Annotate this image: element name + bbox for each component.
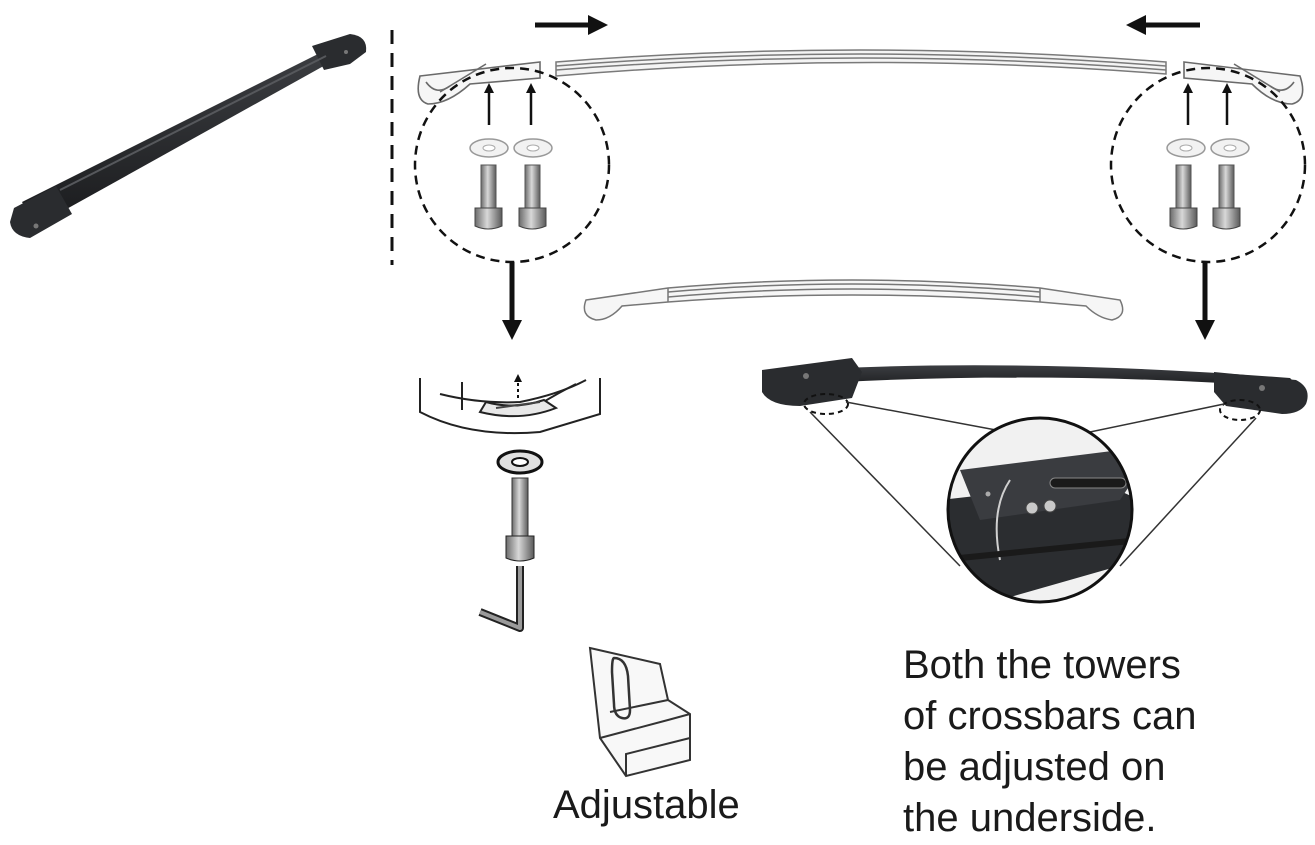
bolt-icon	[1169, 164, 1198, 230]
washer-icon	[1210, 138, 1250, 158]
adjustable-bracket-icon	[588, 646, 691, 778]
towers-note-line: of crossbars can	[903, 694, 1197, 738]
adjustable-label: Adjustable	[553, 783, 740, 827]
installation-detail-icon	[419, 374, 601, 632]
towers-note-line: the underside.	[903, 796, 1157, 840]
magnified-detail-icon	[946, 416, 1134, 604]
left-foot-icon	[417, 61, 541, 105]
bolt-icon	[474, 164, 503, 230]
washer-icon	[513, 138, 553, 158]
towers-note: Both the towers of crossbars can be adju…	[903, 640, 1303, 844]
bolt-icon	[1212, 164, 1241, 230]
crossbar-rail-assembled-icon	[583, 279, 1124, 321]
bolt-icon	[518, 164, 547, 230]
assembled-crossbar-icon	[10, 34, 367, 238]
bolt-icon	[505, 477, 535, 562]
washer-icon	[1166, 138, 1206, 158]
dark-crossbar-icon	[762, 358, 1308, 421]
washer-icon	[496, 449, 544, 475]
washer-icon	[469, 138, 509, 158]
crossbar-rail-exploded-icon	[555, 49, 1167, 77]
callout-lines	[809, 401, 1257, 567]
towers-note-line: be adjusted on	[903, 745, 1166, 789]
towers-note-line: Both the towers	[903, 643, 1181, 687]
right-hardware-group	[1109, 66, 1307, 264]
left-hardware-group	[413, 66, 611, 264]
